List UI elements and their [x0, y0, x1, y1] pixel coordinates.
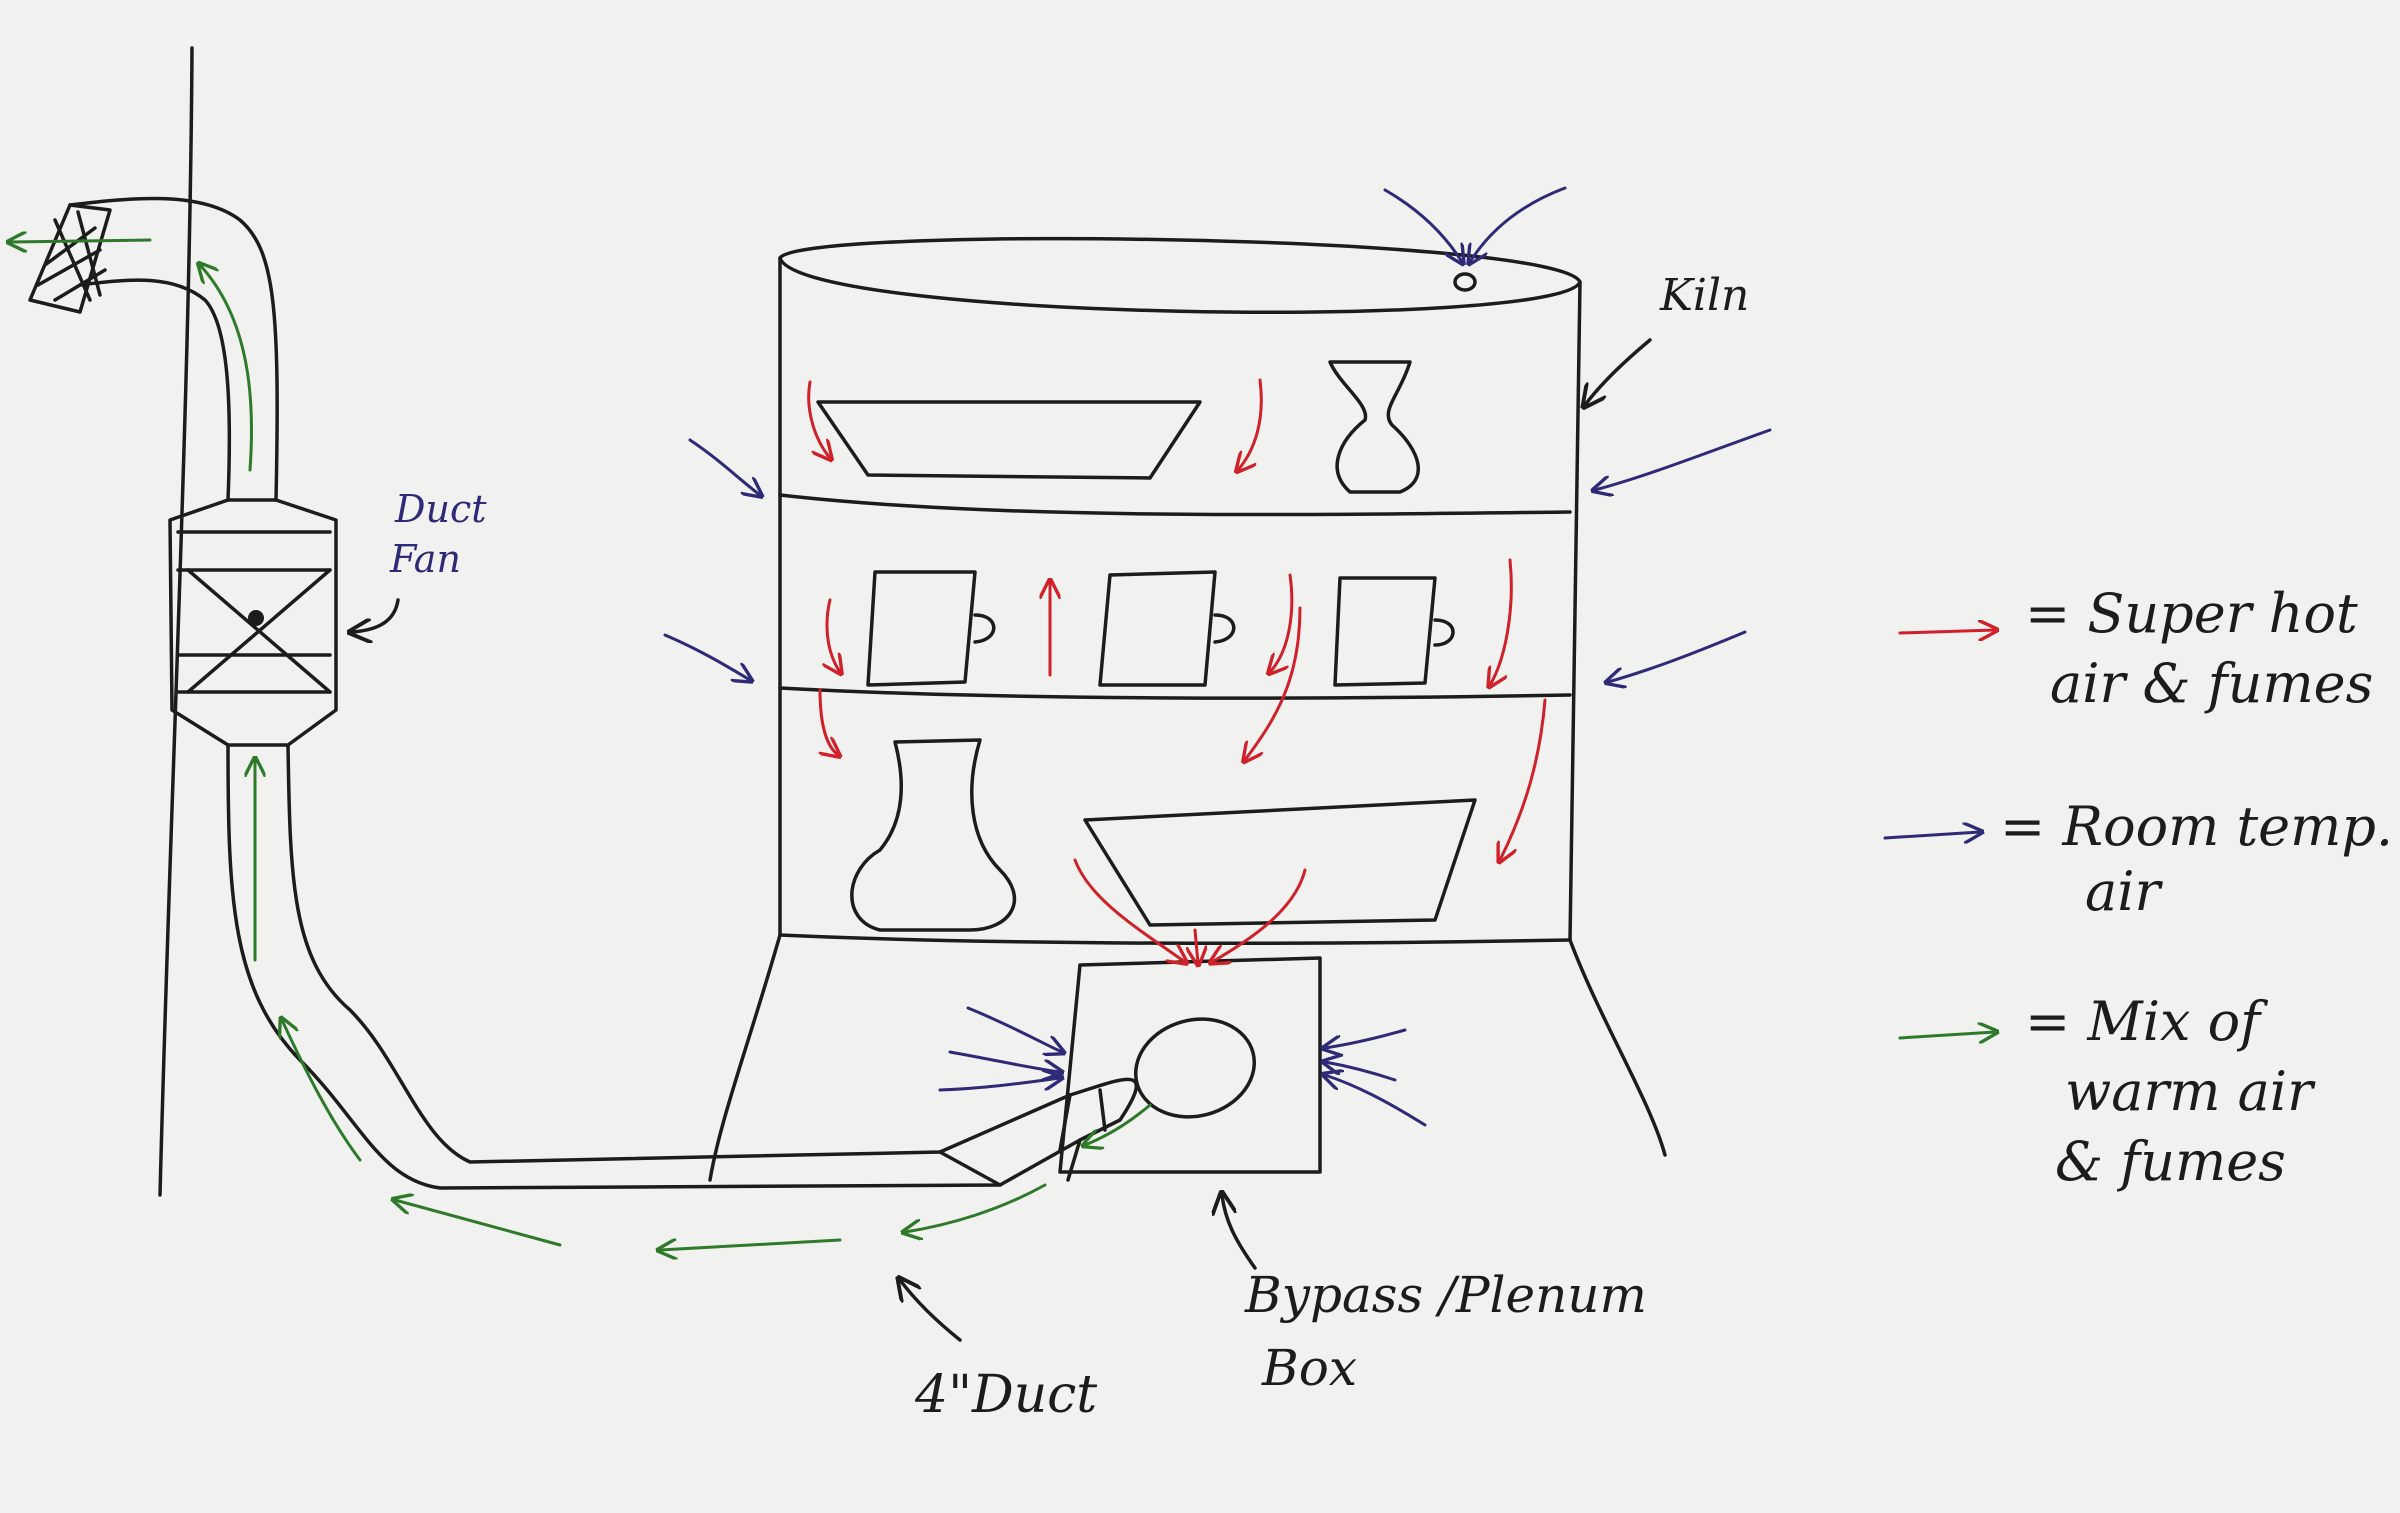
red-arrow-icon [1898, 630, 1995, 633]
bypass-label-line2: Box [1261, 1339, 1357, 1397]
mixed-air-arrows [10, 240, 1152, 1250]
legend-mix-line2: warm air [2065, 1060, 2316, 1123]
legend-room-line1: = Room temp. [2000, 795, 2393, 858]
legend-item-room-air: = Room temp. air [1883, 795, 2393, 923]
hot-air-arrows [807, 378, 1547, 963]
exhaust-grille-icon [28, 203, 112, 314]
legend-room-line2: air [2085, 860, 2163, 923]
legend-hot-line1: = Super hot [2025, 582, 2358, 645]
kiln [708, 236, 1667, 1182]
kiln-shelf-top [816, 360, 1420, 494]
label-pointers [352, 338, 1652, 1342]
kiln-label: Kiln [1659, 270, 1749, 321]
duct-fan [168, 498, 338, 747]
legend: = Super hot air & fumes = Room temp. air… [1883, 582, 2393, 1193]
legend-hot-line2: air & fumes [2050, 652, 2373, 715]
legend-mix-line1: = Mix of [2025, 990, 2268, 1053]
duct-fan-label-line1: Duct [394, 487, 487, 531]
duct-inlet [1133, 1017, 1257, 1119]
wall-line [158, 46, 194, 1197]
duct-label: 4"Duct [914, 1365, 1097, 1425]
blue-arrow-icon [1883, 832, 1980, 838]
exhaust-outlet [28, 196, 279, 502]
room-air-arrows [663, 186, 1772, 1127]
green-arrow-icon [1898, 1032, 1995, 1038]
kiln-shelf-middle [866, 570, 1455, 687]
duct-4-inch [226, 743, 1139, 1190]
legend-mix-line3: & fumes [2055, 1130, 2286, 1193]
plenum-box [1058, 956, 1322, 1174]
legend-item-hot-air: = Super hot air & fumes [1898, 582, 2373, 715]
fan-hub-icon [248, 610, 264, 626]
duct-fan-label-line2: Fan [389, 537, 461, 581]
bypass-label-line1: Bypass /Plenum [1244, 1266, 1647, 1324]
kiln-vent-hole [1453, 272, 1477, 292]
kiln-shelf-bottom [850, 738, 1477, 932]
legend-item-mixed-air: = Mix of warm air & fumes [1898, 990, 2316, 1193]
